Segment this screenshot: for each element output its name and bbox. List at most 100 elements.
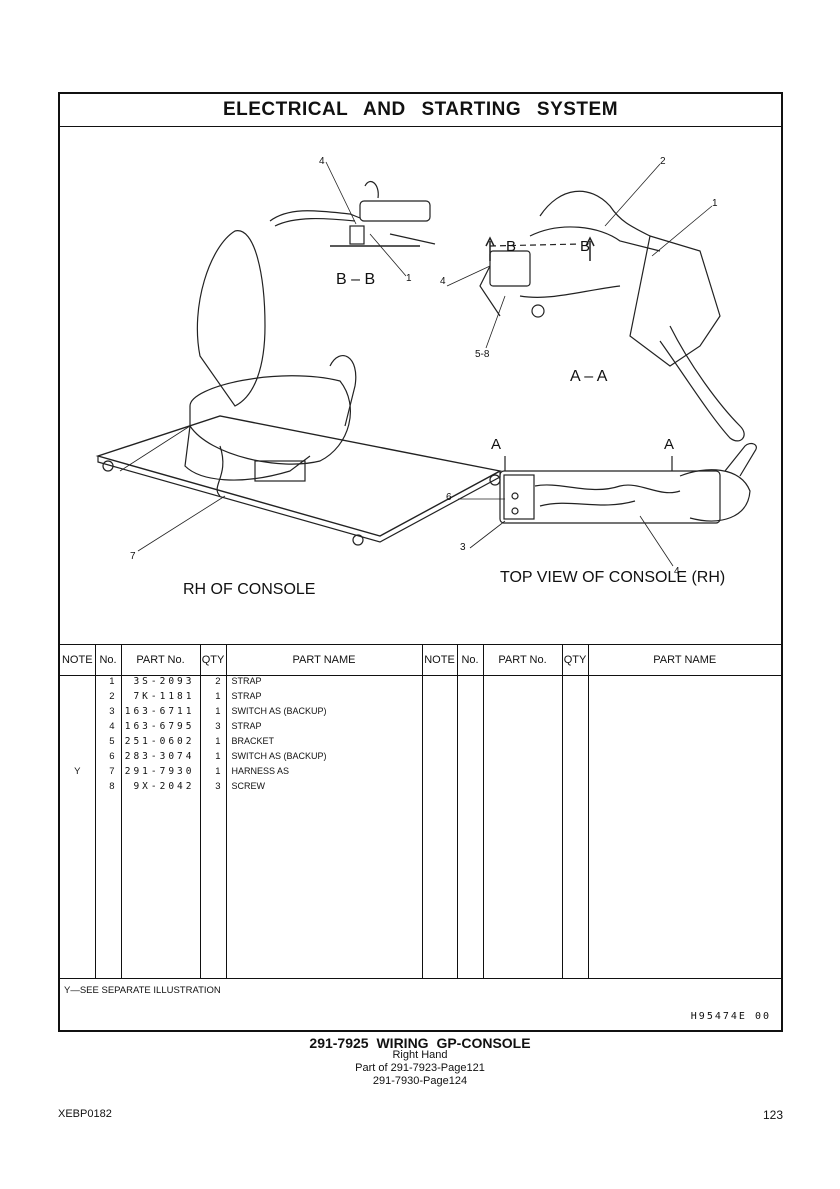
table-cell-no: 4 — [94, 720, 121, 736]
detail-bb-drawing — [269, 181, 436, 247]
table-cell-empty — [421, 780, 457, 796]
table-cell-no: 5 — [94, 735, 121, 751]
table-cell-part-no: 251-0602 — [120, 735, 200, 751]
table-cell-part-no: 3S-2093 — [120, 675, 200, 691]
table-cell-qty: 3 — [199, 780, 226, 796]
table-cell-empty — [456, 780, 483, 796]
table-cell-empty — [120, 795, 200, 979]
table-cell-no: 3 — [94, 705, 121, 721]
table-cell-empty — [587, 705, 781, 721]
col-header: QTY — [561, 644, 588, 676]
table-cell-empty — [421, 735, 457, 751]
table-cell-empty — [456, 705, 483, 721]
parts-table: NOTE No. PART No. QTY PART NAME NOTE No.… — [60, 644, 781, 979]
section-marker-b-right: B — [580, 238, 591, 255]
table-cell-note — [60, 721, 95, 736]
view-label-bb: B – B — [336, 271, 376, 288]
view-label-rh-console: RH OF CONSOLE — [183, 581, 316, 598]
table-cell-empty — [94, 795, 121, 979]
table-cell-part-no: 7K-1181 — [120, 690, 200, 706]
col-header: QTY — [199, 644, 226, 676]
leader-lines — [137, 161, 713, 567]
callout-aa-4: 4 — [440, 276, 446, 287]
caption-reference-2: 291-7930-Page124 — [372, 1075, 468, 1087]
col-header: NOTE — [421, 644, 457, 676]
callout-aa-1: 1 — [712, 198, 718, 209]
table-cell-empty — [482, 795, 562, 979]
table-cell-name: SWITCH AS (BACKUP) — [225, 705, 422, 721]
table-cell-no: 6 — [94, 750, 121, 766]
table-cell-part-no: 163-6795 — [120, 720, 200, 736]
table-cell-name: BRACKET — [225, 735, 422, 751]
illustration-area: B – B A – A RH OF CONSOLE TOP VIEW OF CO… — [60, 126, 781, 644]
table-cell-empty — [60, 796, 95, 979]
table-cell-empty — [421, 765, 457, 781]
table-cell-name: STRAP — [225, 675, 422, 691]
col-header: NOTE — [60, 644, 95, 676]
table-cell-empty — [482, 675, 562, 691]
table-cell-no: 1 — [94, 675, 121, 691]
table-cell-empty — [587, 720, 781, 736]
table-cell-empty — [561, 720, 588, 736]
table-cell-empty — [561, 675, 588, 691]
table-cell-empty — [456, 720, 483, 736]
table-cell-name: STRAP — [225, 720, 422, 736]
section-marker-a-left: A — [491, 436, 502, 453]
table-cell-empty — [456, 795, 483, 979]
table-cell-empty — [587, 675, 781, 691]
table-cell-empty — [561, 735, 588, 751]
table-cell-name: STRAP — [225, 690, 422, 706]
table-cell-qty: 1 — [199, 705, 226, 721]
table-cell-name: SCREW — [225, 780, 422, 796]
table-cell-empty — [456, 675, 483, 691]
caption-reference-1: Part of 291-7923-Page121 — [355, 1062, 485, 1074]
table-cell-empty — [482, 705, 562, 721]
table-cell-empty — [561, 765, 588, 781]
table-cell-name: SWITCH AS (BACKUP) — [225, 750, 422, 766]
publication-number: XEBP0182 — [58, 1108, 112, 1120]
table-cell-empty — [587, 765, 781, 781]
rh-console-drawing — [95, 230, 503, 546]
table-cell-empty — [561, 780, 588, 796]
view-label-aa: A – A — [570, 368, 608, 385]
table-cell-empty — [561, 705, 588, 721]
detail-aa-drawing — [479, 190, 745, 442]
table-cell-empty — [421, 750, 457, 766]
page-number: 123 — [762, 1108, 783, 1122]
table-cell-empty — [456, 765, 483, 781]
table-cell-part-no: 283-3074 — [120, 750, 200, 766]
table-cell-empty — [587, 780, 781, 796]
caption-subtitle: Right Hand — [392, 1049, 448, 1061]
table-cell-empty — [587, 690, 781, 706]
table-cell-empty — [587, 795, 781, 979]
table-cell-empty — [482, 750, 562, 766]
callout-top-4: 4 — [674, 566, 680, 577]
table-cell-qty: 3 — [199, 720, 226, 736]
table-cell-empty — [482, 735, 562, 751]
table-cell-note — [60, 706, 95, 721]
table-cell-empty — [482, 720, 562, 736]
col-header: PART No. — [482, 644, 562, 676]
col-header: PART No. — [120, 644, 200, 676]
illustration-id: H95474E 00 — [690, 1011, 771, 1022]
col-header: PART NAME — [587, 644, 781, 676]
table-filler-row — [60, 795, 781, 979]
table-cell-qty: 1 — [199, 735, 226, 751]
callout-aa-2: 2 — [660, 156, 666, 167]
table-cell-note — [60, 781, 95, 796]
footnote: Y—SEE SEPARATE ILLUSTRATION — [60, 978, 781, 1000]
line-drawing — [95, 161, 757, 567]
table-cell-part-no: 291-7930 — [120, 765, 200, 781]
table-cell-empty — [456, 690, 483, 706]
col-header: No. — [456, 644, 483, 676]
drawing-frame: ELECTRICAL AND STARTING SYSTEM — [58, 92, 783, 1032]
table-cell-empty — [225, 795, 422, 979]
callout-top-3: 3 — [460, 542, 466, 553]
table-cell-empty — [482, 690, 562, 706]
